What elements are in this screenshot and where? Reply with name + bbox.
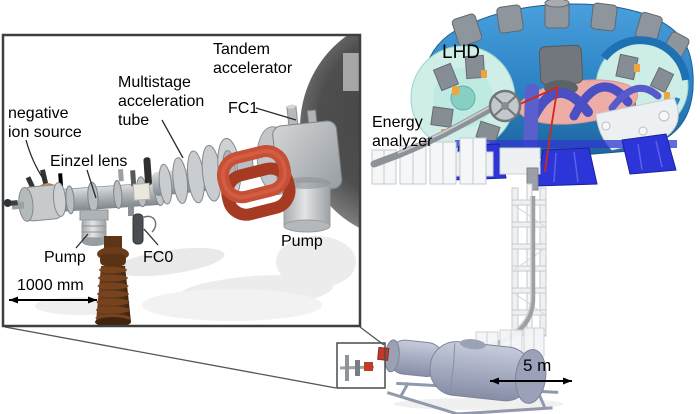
pointer-multistage	[161, 119, 184, 159]
main-view	[4, 0, 694, 414]
callout-lines	[4, 326, 385, 389]
tank-edge-panel	[343, 53, 359, 91]
inset-box	[1, 33, 362, 328]
scale-bar-1000mm: 1000 mm	[9, 277, 97, 304]
faraday-cup-fc0	[128, 206, 157, 245]
inset-view: Tandem accelerator Multistage accelerati…	[1, 33, 362, 328]
lhd-top-ports	[451, 0, 690, 61]
label-fc1: FC1	[228, 100, 258, 117]
label-negative-line2: ion source	[8, 124, 82, 141]
bending-magnet	[216, 145, 296, 221]
lhd-center-port	[538, 44, 584, 86]
analyzer-truss	[371, 137, 487, 185]
lhd-panel-ports	[601, 110, 670, 136]
label-tandem-accelerator: Tandem accelerator	[213, 41, 293, 77]
pump-right-cylinder	[283, 177, 331, 233]
label-tandem-line2: accelerator	[213, 60, 293, 77]
lhd-left-cutaway	[410, 45, 516, 151]
label-einzel-lens: Einzel lens	[50, 153, 127, 170]
label-multistage-line3: tube	[118, 112, 149, 129]
support-tower	[511, 167, 547, 337]
label-pump-right: Pump	[281, 233, 323, 250]
pointer-fc0	[143, 228, 159, 246]
pointer-pump-left	[75, 233, 89, 249]
label-tandem-line1: Tandem	[213, 41, 270, 58]
pointer-einzel-lens	[86, 169, 97, 199]
scale-5m-label: 5 m	[523, 356, 551, 375]
callout-box	[336, 342, 386, 389]
hv-insulator	[95, 236, 131, 325]
analyzer-pipe	[370, 95, 512, 168]
energy-analyzer	[370, 89, 522, 185]
floor-shadows	[35, 236, 356, 321]
scale-bar-5m: 5 m	[490, 356, 572, 385]
pump-left-cylinder	[79, 209, 109, 246]
pointer-negative-ion-source	[25, 139, 45, 181]
accelerator-tank	[377, 339, 559, 414]
label-energy-line2: analyzer	[372, 133, 433, 150]
label-negative-line1: negative	[8, 105, 69, 122]
mini-ion-source	[339, 355, 375, 381]
pointer-lines	[25, 107, 297, 249]
label-pump-left: Pump	[44, 249, 86, 266]
negative-ion-source	[4, 169, 67, 222]
label-negative-ion-source: negative ion source	[8, 105, 82, 141]
tank-hatch	[459, 339, 486, 350]
tank-ring	[449, 343, 456, 394]
valve-handle	[143, 157, 152, 186]
analyzer-pipe-highlight	[397, 96, 509, 154]
scale-1000mm-label: 1000 mm	[17, 277, 84, 294]
analyzer-flange-wheel	[488, 89, 522, 123]
label-multistage-line1: Multistage	[118, 74, 191, 91]
label-fc0: FC0	[143, 249, 173, 266]
label-energy-line1: Energy	[372, 114, 423, 131]
label-energy-analyzer: Energy analyzer	[372, 114, 433, 150]
pointer-fc1	[255, 107, 297, 121]
label-lhd: LHD	[442, 42, 480, 63]
label-multistage-line2: acceleration	[118, 93, 204, 110]
tank-ion-source-tip	[377, 346, 390, 361]
beam-trajectory	[519, 86, 559, 173]
label-multistage-tube: Multistage acceleration tube	[118, 74, 204, 129]
lhd-device	[410, 0, 694, 187]
